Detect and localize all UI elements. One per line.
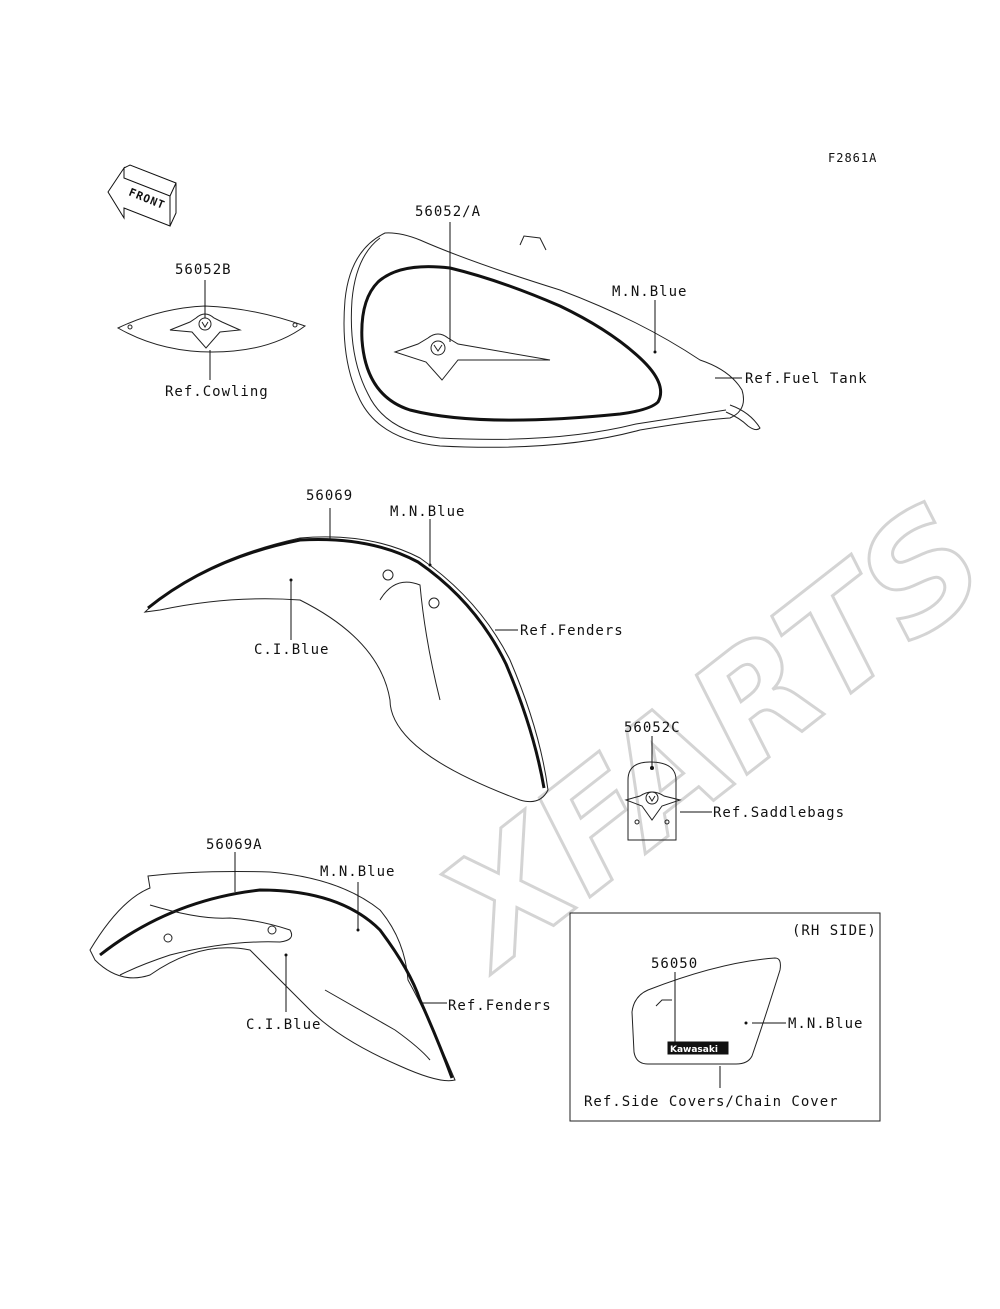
- mn-blue-side-label: M.N.Blue: [788, 1016, 863, 1032]
- figure-code: F2861A: [828, 151, 877, 165]
- ref-saddlebags-label: Ref.Saddlebags: [713, 805, 845, 821]
- ref-fenders-front-label: Ref.Fenders: [520, 623, 624, 639]
- front-arrow-icon: FRONT: [107, 164, 177, 227]
- mn-blue-tank-label: M.N.Blue: [612, 284, 687, 300]
- side-cover-box: Kawasaki: [569, 912, 881, 1122]
- rear-fender-part-number: 56069A: [206, 837, 263, 853]
- ci-blue-rear-label: C.I.Blue: [246, 1017, 321, 1033]
- ci-blue-front-label: C.I.Blue: [254, 642, 329, 658]
- ref-fenders-rear-label: Ref.Fenders: [448, 998, 552, 1014]
- kawasaki-plate-text: Kawasaki: [670, 1045, 718, 1055]
- ref-cowling-label: Ref.Cowling: [165, 384, 269, 400]
- ref-fuel-tank-label: Ref.Fuel Tank: [745, 371, 868, 387]
- fuel-tank-part: [343, 222, 761, 448]
- front-fender-part-number: 56069: [306, 488, 353, 504]
- side-cover-part-number: 56050: [651, 956, 698, 972]
- saddlebag-part: [624, 736, 712, 841]
- rh-side-label: (RH SIDE): [792, 923, 877, 939]
- cowling-part: [116, 280, 307, 380]
- tank-emblem-part-number: 56052/A: [415, 204, 481, 220]
- front-arrow-label: FRONT: [127, 186, 167, 212]
- mn-blue-rear-label: M.N.Blue: [320, 864, 395, 880]
- watermark-text: XFARTS: [405, 471, 1000, 1003]
- front-fender-part: [143, 508, 549, 803]
- ref-side-covers-label: Ref.Side Covers/Chain Cover: [584, 1094, 839, 1110]
- cowling-emblem-part-number: 56052B: [175, 262, 232, 278]
- mn-blue-front-label: M.N.Blue: [390, 504, 465, 520]
- saddlebag-emblem-part-number: 56052C: [624, 720, 681, 736]
- rear-fender-part: [89, 852, 456, 1082]
